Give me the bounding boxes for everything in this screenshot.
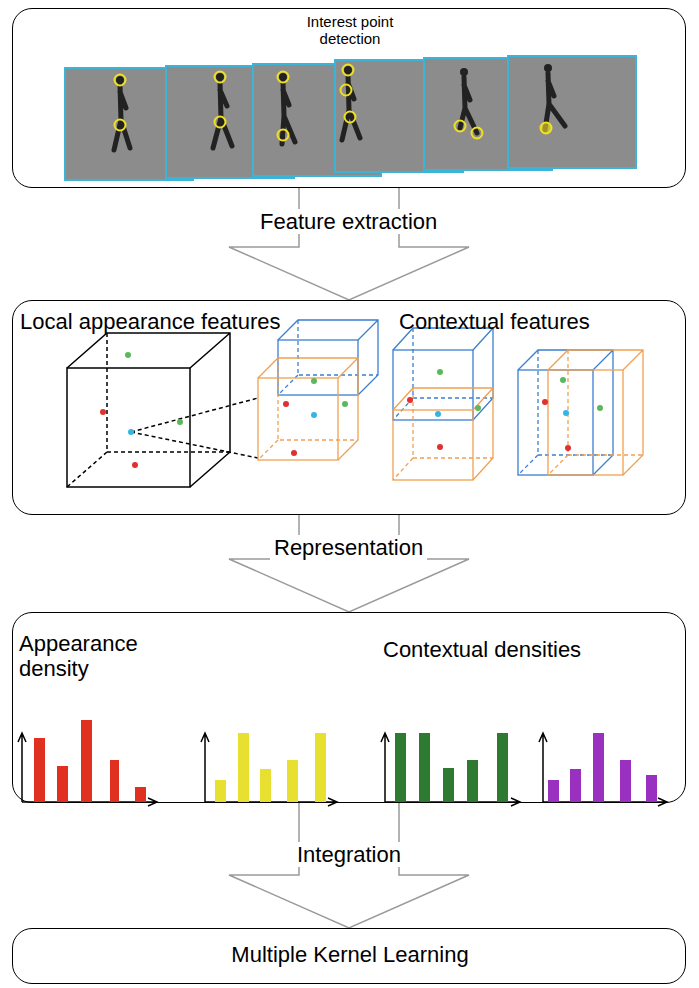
stage-heading: Interest point detection	[287, 13, 413, 48]
stage-heading: Appearance density	[19, 631, 169, 682]
context-cubes	[518, 350, 643, 475]
flow-arrow	[229, 188, 469, 300]
histogram	[381, 733, 520, 806]
video-frames	[65, 56, 636, 180]
stage-box: Multiple Kernel Learning	[12, 928, 686, 984]
step-label: Integration	[293, 842, 405, 867]
stage-subheading: Contextual features	[399, 309, 669, 334]
stage-box: Appearance density Contextual densities	[12, 612, 686, 803]
stage-heading: Local appearance features	[20, 309, 350, 334]
frame	[508, 56, 636, 168]
context-cubes	[393, 328, 493, 480]
appearance-cube	[67, 333, 258, 487]
stage-box: Local appearance features Contextual feat…	[12, 300, 686, 515]
feature-points	[100, 352, 183, 468]
step-label: Representation	[270, 535, 427, 560]
context-cubes	[258, 320, 378, 460]
histogram	[201, 733, 337, 806]
flow-arrow	[229, 515, 469, 612]
stage-subheading: Contextual densities	[383, 637, 653, 662]
stage-heading: Multiple Kernel Learning	[113, 942, 587, 967]
stage-box: Interest point detection	[12, 8, 686, 188]
histogram	[539, 733, 667, 806]
flow-arrow	[229, 803, 469, 928]
histogram	[18, 720, 157, 806]
step-label: Feature extraction	[256, 209, 441, 234]
